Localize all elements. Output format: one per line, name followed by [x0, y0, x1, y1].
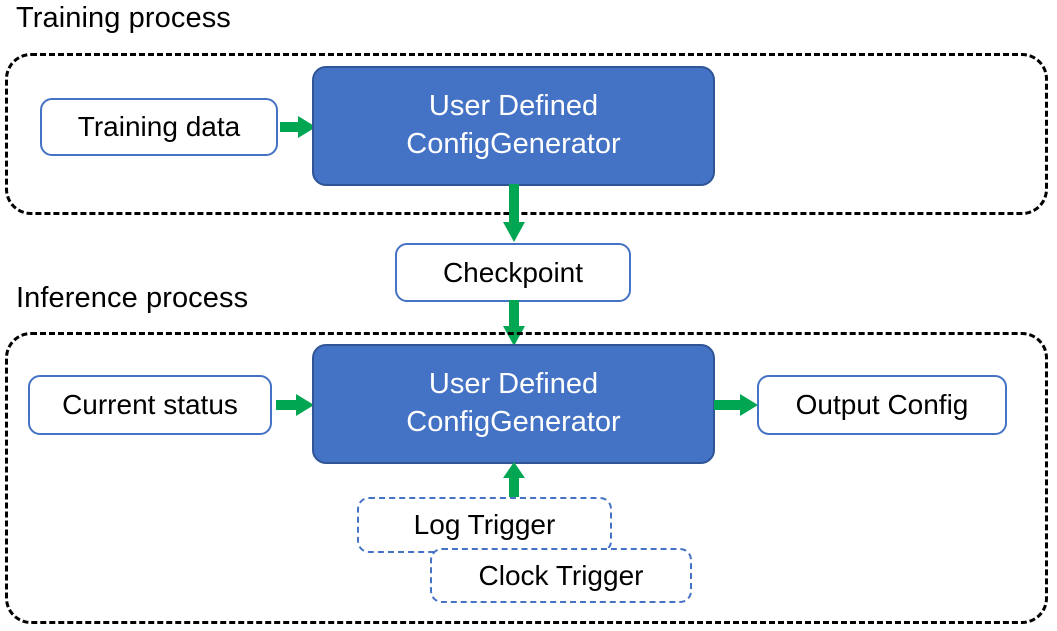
- arrow-log-trigger-to-processor: [503, 462, 525, 502]
- training-data-node[interactable]: Training data: [40, 98, 278, 156]
- current-status-label: Current status: [62, 389, 238, 420]
- arrow-training-processor-to-checkpoint: [503, 184, 525, 242]
- log-trigger-label: Log Trigger: [413, 509, 556, 540]
- inference-processor-line2: ConfigGenerator: [406, 406, 621, 438]
- training-processor-line1: User Defined: [428, 90, 599, 123]
- inference-processor-line1: User Defined: [428, 368, 599, 401]
- checkpoint-node[interactable]: Checkpoint: [395, 243, 631, 302]
- log-trigger-node[interactable]: Log Trigger: [357, 497, 612, 553]
- training-processor-line2: ConfigGenerator: [406, 128, 621, 160]
- checkpoint-label: Checkpoint: [442, 256, 584, 288]
- arrow-processor-to-output-config: [714, 394, 758, 416]
- inference-config-generator-node[interactable]: User Defined ConfigGenerator: [312, 344, 715, 464]
- output-config-label: Output Config: [795, 389, 969, 420]
- training-data-label: Training data: [77, 111, 241, 142]
- training-config-generator-node[interactable]: User Defined ConfigGenerator: [312, 66, 715, 186]
- clock-trigger-label: Clock Trigger: [478, 559, 644, 591]
- arrow-training-data-to-processor: [280, 116, 316, 138]
- clock-trigger-node[interactable]: Clock Trigger: [430, 548, 692, 603]
- current-status-node[interactable]: Current status: [28, 375, 272, 435]
- inference-process-container: [5, 332, 1048, 624]
- training-process-title: Training process: [16, 2, 231, 34]
- output-config-node[interactable]: Output Config: [757, 375, 1007, 435]
- inference-process-title: Inference process: [16, 282, 249, 314]
- training-process-container: [5, 53, 1048, 215]
- arrow-checkpoint-to-inference-processor: [503, 300, 525, 346]
- arrow-current-status-to-processor: [276, 394, 314, 416]
